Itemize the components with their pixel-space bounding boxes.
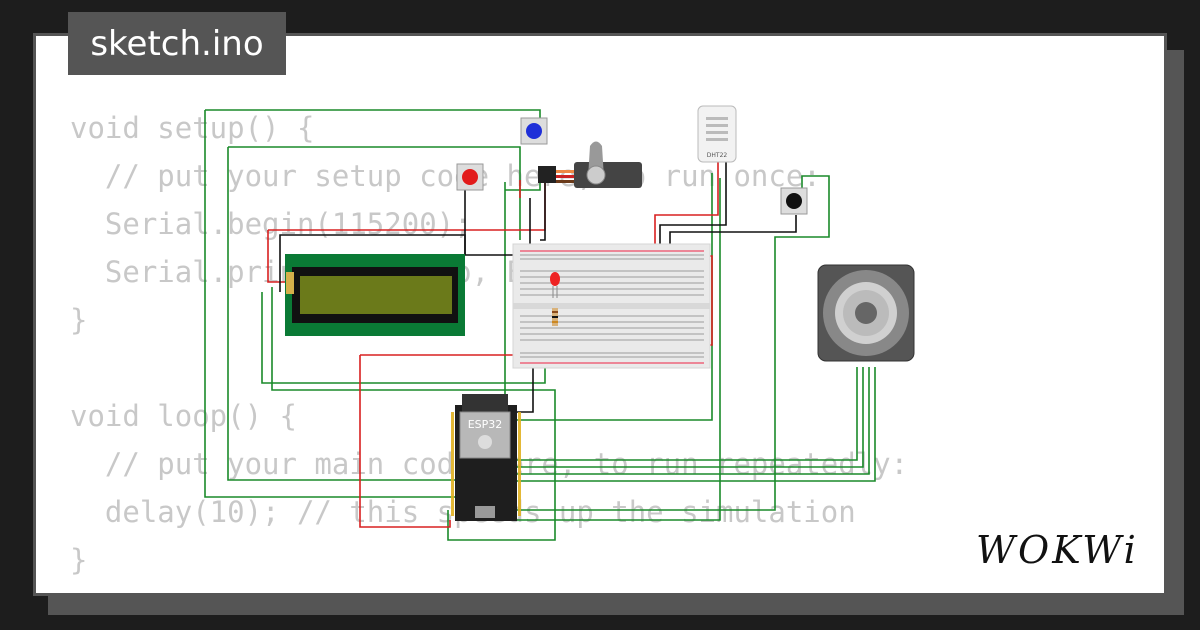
wire-red bbox=[359, 355, 451, 528]
wire-green bbox=[271, 287, 556, 541]
pushbutton-red bbox=[456, 163, 484, 191]
wire-green bbox=[228, 146, 521, 240]
wire-green bbox=[515, 367, 876, 482]
esp32-label: ESP32 bbox=[468, 418, 503, 431]
wire-green bbox=[505, 175, 541, 191]
pushbutton-blue bbox=[520, 117, 548, 145]
wokwi-logo: WOKWi bbox=[976, 528, 1139, 572]
wire-green bbox=[504, 178, 721, 521]
wire-green bbox=[227, 147, 455, 481]
stepper-motor bbox=[817, 264, 915, 362]
wire-green bbox=[515, 367, 858, 461]
file-tab[interactable]: sketch.ino bbox=[68, 12, 286, 75]
breadboard bbox=[512, 243, 711, 369]
wire-red bbox=[267, 230, 285, 283]
wire-black bbox=[659, 160, 727, 255]
wire-green bbox=[205, 109, 541, 120]
code-line: void setup() { bbox=[70, 111, 315, 145]
wire-red bbox=[654, 160, 719, 255]
wire-green bbox=[515, 367, 864, 468]
pushbutton-black bbox=[780, 187, 808, 215]
code-line: } bbox=[70, 543, 88, 577]
code-line: delay(10); // this speeds up the simulat… bbox=[104, 495, 856, 529]
dht22-sensor: DHT22 bbox=[697, 105, 737, 163]
wire-black bbox=[540, 175, 546, 241]
esp32-board: ESP32 bbox=[451, 394, 521, 521]
wire-red bbox=[268, 175, 546, 231]
lcd-display bbox=[285, 254, 465, 336]
led bbox=[550, 272, 560, 298]
wire-green bbox=[515, 367, 870, 475]
wire-green bbox=[261, 292, 546, 384]
wire-green bbox=[505, 175, 830, 511]
servo-motor bbox=[538, 141, 642, 188]
dht22-label: DHT22 bbox=[707, 152, 728, 159]
code-line: // put your setup code here, to run once… bbox=[70, 159, 821, 193]
wire-green bbox=[204, 110, 455, 498]
wires bbox=[204, 109, 876, 541]
resistor bbox=[552, 308, 558, 326]
code-line: void loop() { bbox=[70, 399, 297, 433]
code-line: } bbox=[70, 303, 88, 337]
